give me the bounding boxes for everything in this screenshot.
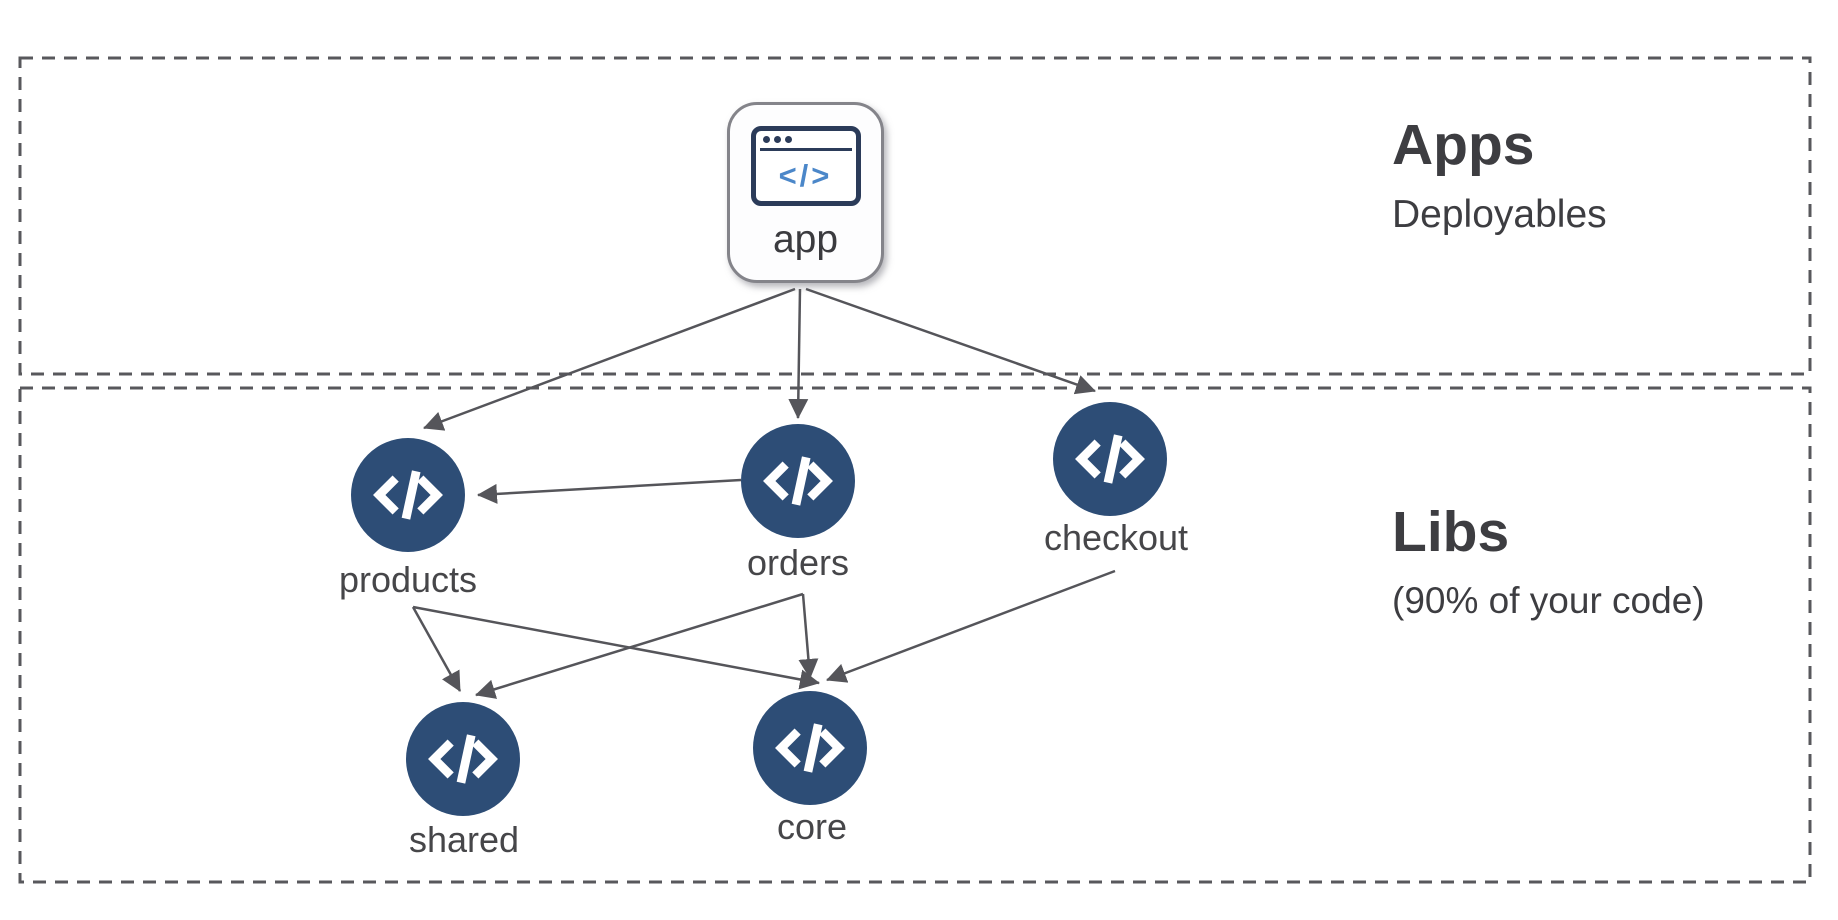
apps-section-outline [18, 56, 1812, 376]
edge-app-checkout [805, 287, 1096, 395]
node-checkout [1053, 402, 1167, 516]
libs-section-subtitle: (90% of your code) [1392, 580, 1705, 621]
node-app: </> app [727, 102, 884, 283]
apps-section-title: Apps [1392, 113, 1535, 177]
browser-window-icon: </> [750, 126, 861, 206]
code-icon [373, 470, 443, 520]
node-label-checkout: checkout [1043, 517, 1189, 558]
edge-products-shared [411, 606, 462, 692]
edge-products-core [412, 605, 820, 690]
node-label-core: core [776, 806, 848, 847]
code-icon [775, 723, 845, 773]
node-label-products: products [338, 559, 478, 600]
edge-app-orders [788, 288, 809, 419]
browser-toolbar-divider [759, 148, 852, 151]
node-shared [406, 702, 520, 816]
edge-orders-core [798, 593, 819, 679]
edge-orders-shared [475, 592, 804, 699]
node-label-orders: orders [746, 542, 850, 583]
libs-section-title: Libs [1392, 500, 1510, 564]
apps-section-subtitle: Deployables [1392, 193, 1607, 236]
code-glyph: </> [778, 158, 833, 193]
node-orders [741, 424, 855, 538]
node-core [753, 691, 867, 805]
edge-app-products [423, 287, 796, 431]
code-icon [1075, 434, 1145, 484]
code-icon [763, 456, 833, 506]
libs-section-outline [18, 386, 1812, 884]
window-controls-icon [762, 136, 792, 143]
code-icon [428, 734, 498, 784]
node-label-app: app [772, 218, 839, 261]
edge-checkout-core [826, 569, 1116, 683]
node-label-shared: shared [408, 819, 520, 860]
node-products [351, 438, 465, 552]
edge-orders-products [477, 478, 742, 504]
